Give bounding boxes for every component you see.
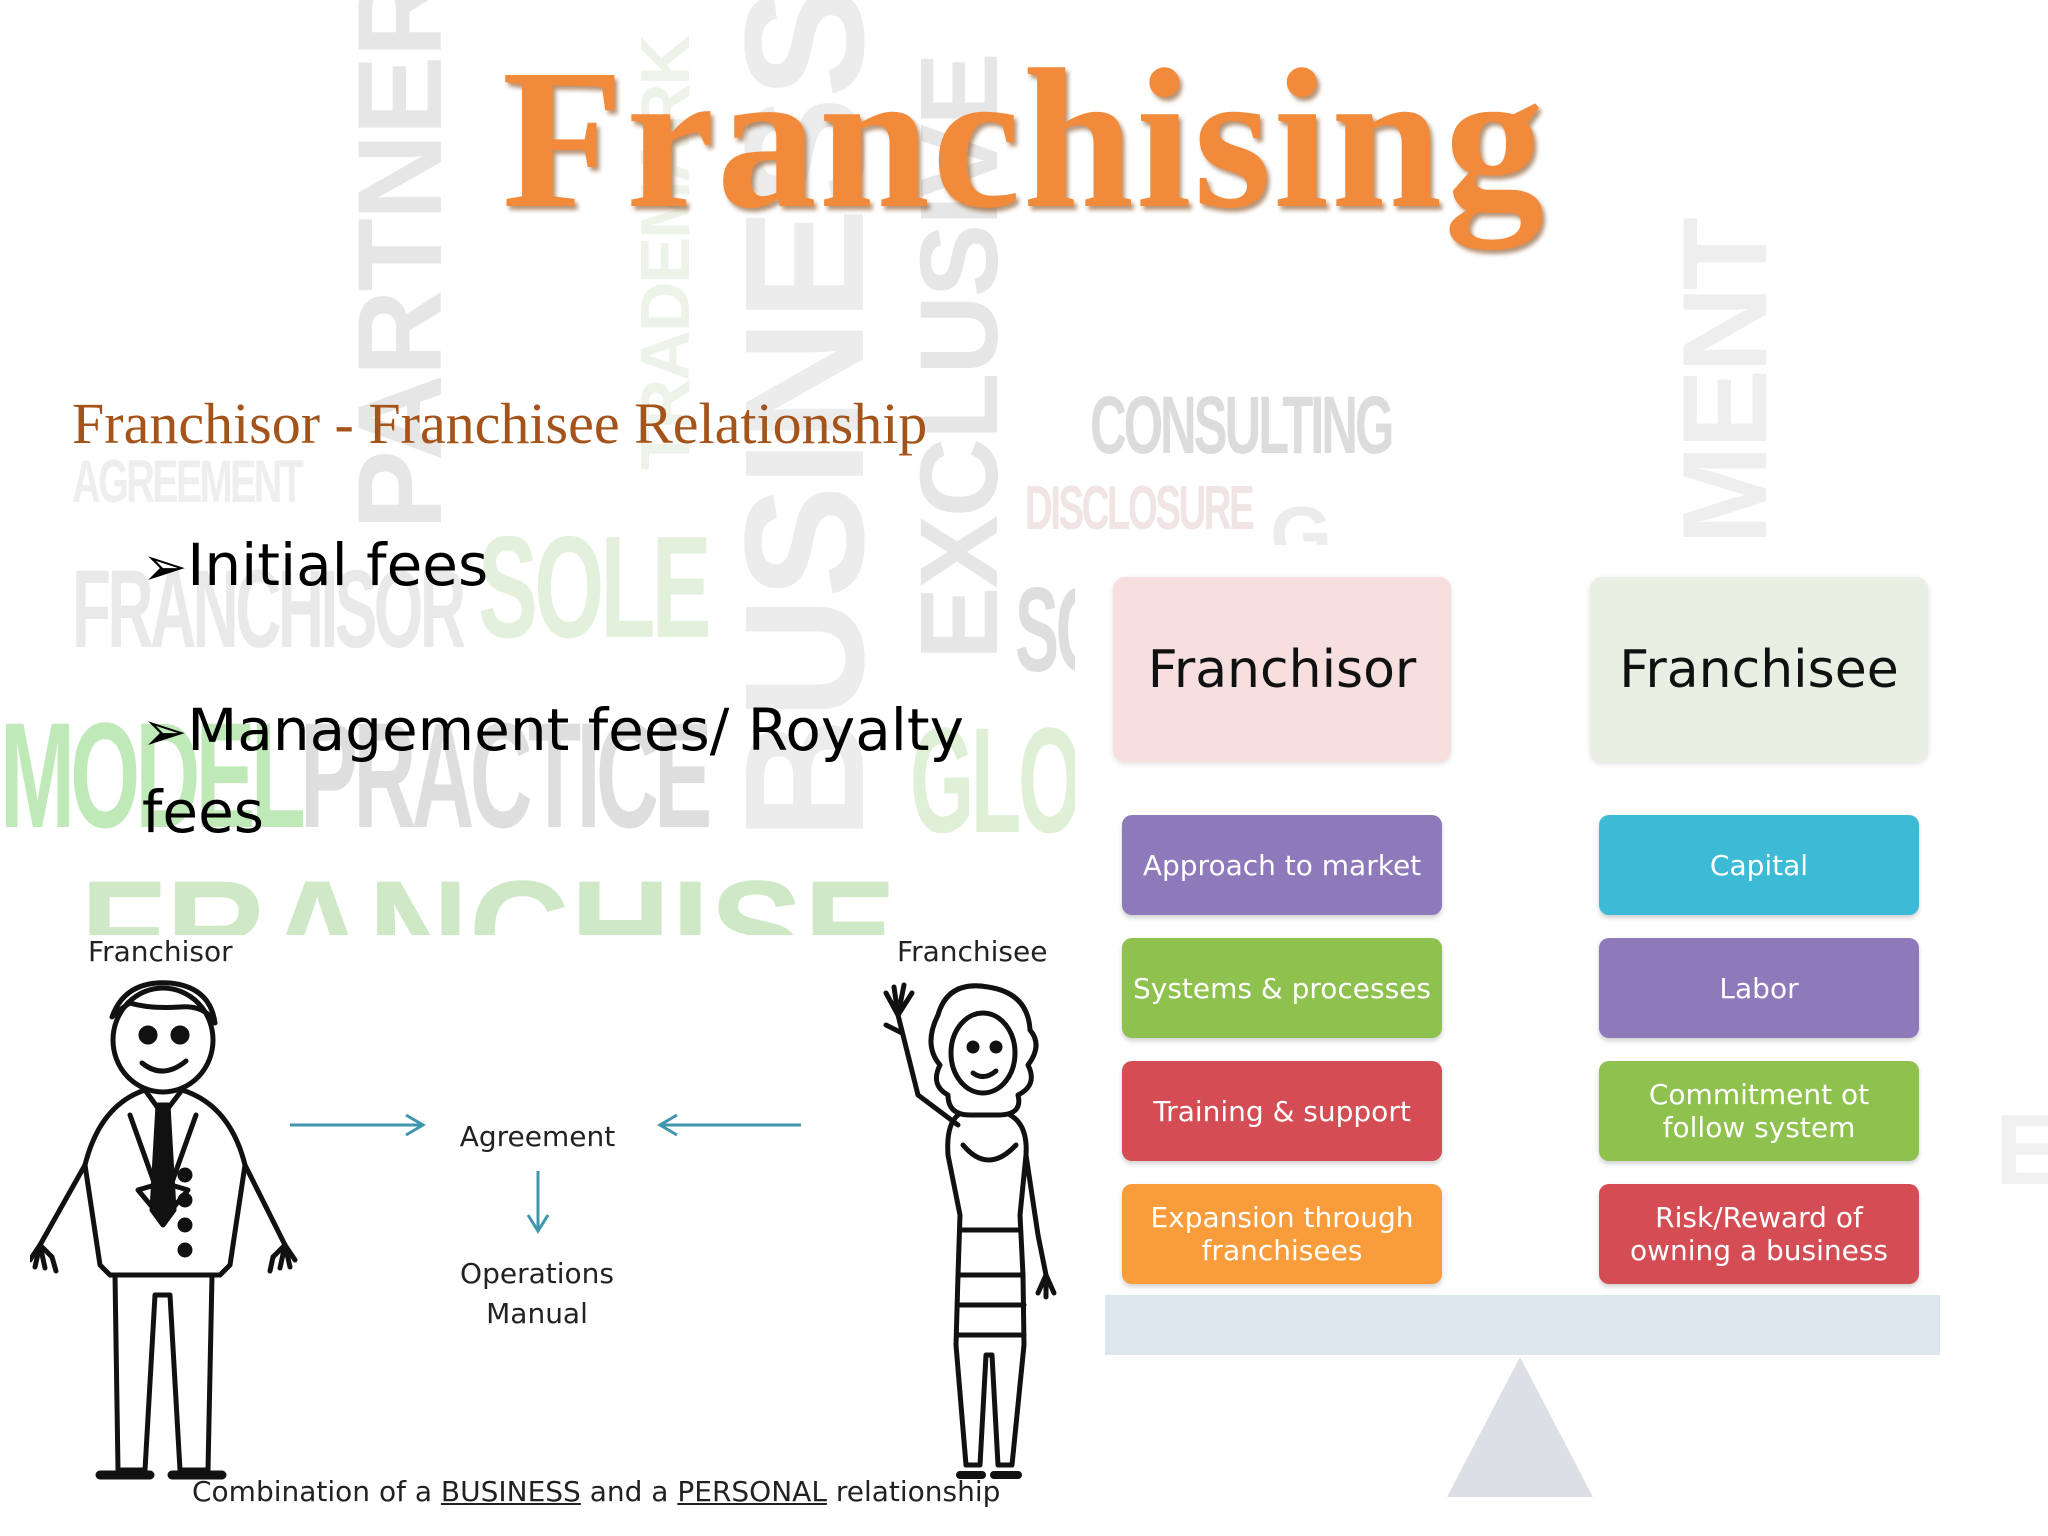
bullet-item: ➢Initial fees [142,525,488,607]
caption-personal-word: PERSONAL [677,1475,827,1508]
bg-word: SOLE [478,506,712,668]
bg-word: MODEL [0,691,306,859]
franchisee-item: Labor [1599,938,1919,1038]
franchisor-item-label: Training & support [1153,1094,1411,1128]
franchisee-item-label: Capital [1709,848,1809,882]
franchisee-header-label: Franchisee [1619,639,1899,700]
agreement-label: Agreement [459,1120,616,1153]
franchisee-header-box: Franchisee [1590,577,1928,762]
franchisor-item: Systems & processes [1122,938,1442,1038]
relationship-figure-panel: Franchisor Franchisee [0,935,1075,1536]
down-arrow-icon [526,1171,549,1234]
franchisor-stick-figure-icon [30,980,298,1480]
franchisee-item-label: Commitment ot follow system [1648,1078,1870,1144]
balance-scale-panel: Franchisor Franchisee Approach to market… [1075,545,2000,1536]
franchisor-item: Training & support [1122,1061,1442,1161]
bg-word: EE [1995,1094,2048,1206]
caption-text: relationship [826,1475,1001,1508]
franchisee-figure-label: Franchisee [897,935,1048,968]
franchisor-item: Approach to market [1122,815,1442,915]
agreement-flow: Agreement Operations Manual [425,1120,650,1334]
franchisor-item-label: Approach to market [1142,848,1422,882]
franchisor-item-label: Systems & processes [1132,971,1432,1005]
franchisee-item: Commitment ot follow system [1599,1061,1919,1161]
bullet-item: ➢Management fees/ Royalty fees [142,690,972,852]
bg-word: DISCLOSURE [1025,474,1255,543]
franchisor-item-label: Expansion through franchisees [1150,1201,1414,1267]
franchisee-item-label: Risk/Reward of owning a business [1629,1201,1889,1267]
franchisee-item: Risk/Reward of owning a business [1599,1184,1919,1284]
caption-business-word: BUSINESS [440,1475,581,1508]
bg-word: MENT [1658,221,1792,545]
bg-word: CONSULTING [1090,380,1394,471]
caption-text: and a [580,1475,678,1508]
balance-beam [1105,1295,1940,1355]
franchisor-to-agreement-arrow-icon [290,1113,426,1137]
fulcrum-triangle-icon [1447,1357,1593,1497]
franchisor-item: Expansion through franchisees [1122,1184,1442,1284]
franchisee-item: Capital [1599,815,1919,915]
bg-word: AGREEMENT [72,448,304,515]
slide-subtitle: Franchisor - Franchisee Relationship [72,391,928,456]
slide-title: Franchising [501,29,1547,250]
bullet-arrow-icon: ➢ [142,700,188,763]
franchisee-stick-figure-icon [883,982,1057,1479]
bullet-text: Initial fees [187,531,489,599]
operations-manual-label: Operations Manual [460,1257,614,1330]
bg-word: PRACTICE [300,691,712,859]
franchisee-item-label: Labor [1719,971,1799,1005]
franchisor-header-box: Franchisor [1113,577,1451,762]
franchisor-header-label: Franchisor [1147,639,1417,700]
bullet-arrow-icon: ➢ [142,535,188,598]
bg-word: FRANCHISOR [72,548,466,671]
relationship-caption: Combination of a BUSINESS and a PERSONAL… [192,1475,1000,1508]
bg-word: GLO [910,696,1082,864]
caption-text: Combination of a [192,1475,441,1508]
franchisor-figure-label: Franchisor [88,935,233,968]
franchisee-to-agreement-arrow-icon [657,1113,801,1137]
bullet-text: Management fees/ Royalty fees [142,696,964,846]
